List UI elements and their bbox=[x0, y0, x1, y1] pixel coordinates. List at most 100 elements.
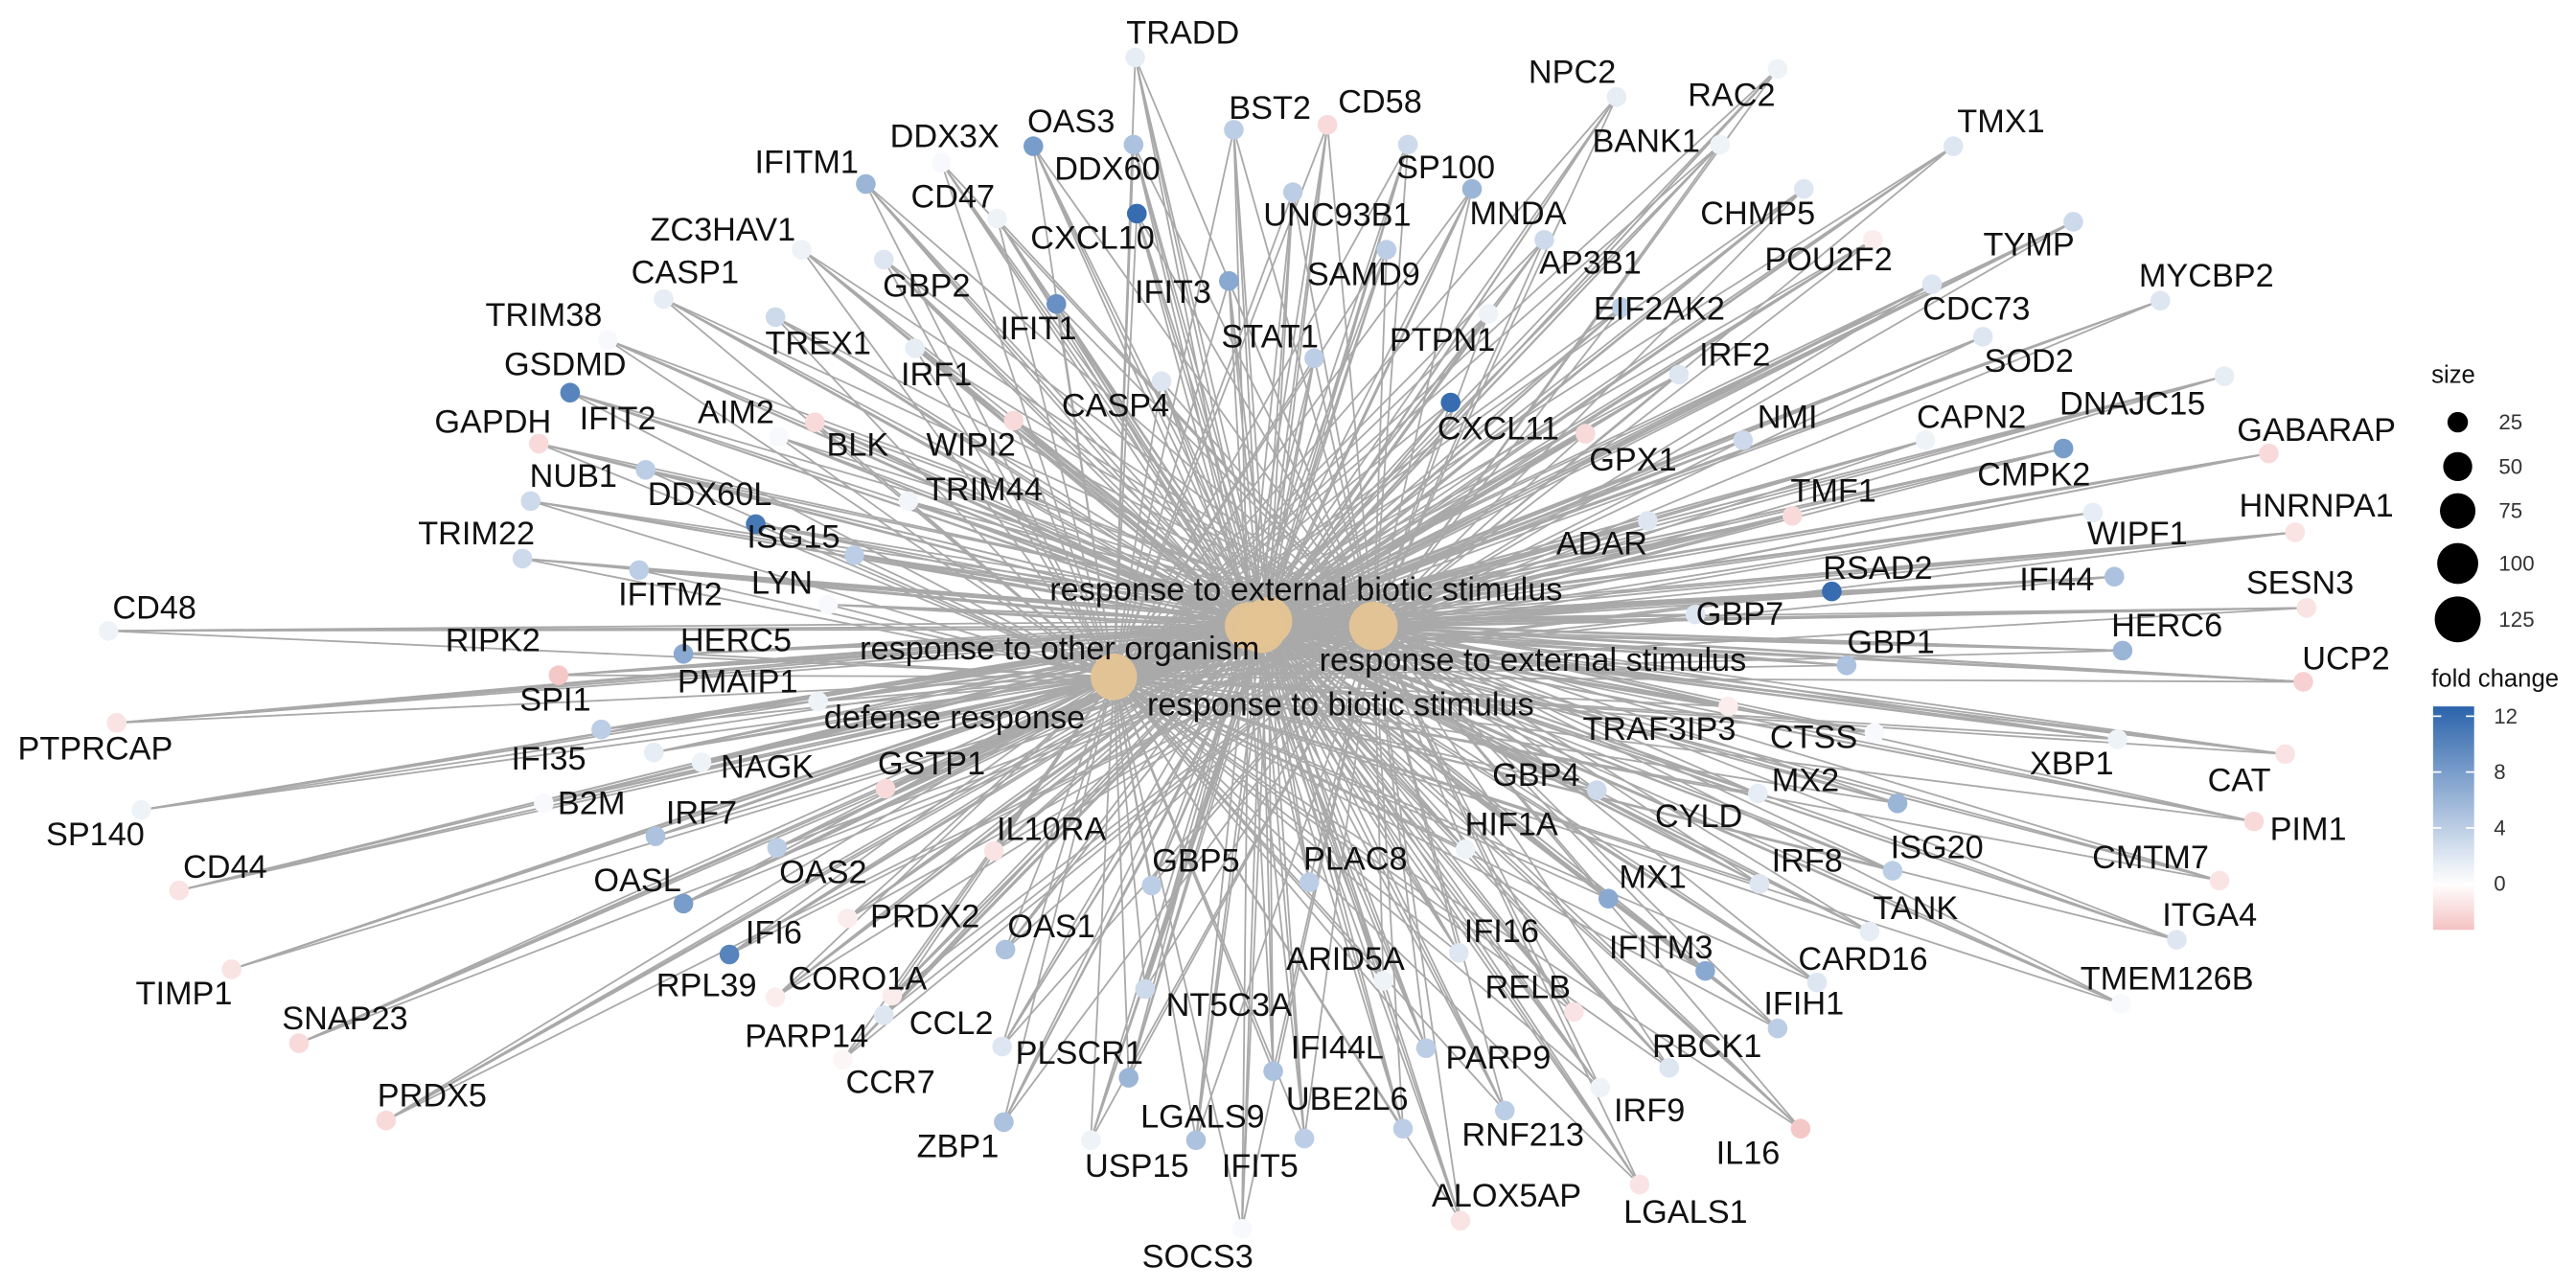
gene-label-ddx3x: DDX3X bbox=[890, 118, 1000, 154]
edge bbox=[1260, 96, 1618, 631]
gene-node-cmtm7 bbox=[2209, 870, 2230, 891]
gene-node-gbp1 bbox=[1836, 656, 1857, 676]
gene-label-coro1a: CORO1A bbox=[788, 961, 927, 998]
gene-node-prdx5 bbox=[376, 1110, 397, 1131]
gene-node-ifi44 bbox=[2104, 566, 2125, 586]
gene-node-zbp1 bbox=[994, 1112, 1014, 1133]
edge bbox=[1113, 676, 1427, 1049]
edge bbox=[385, 676, 1115, 1121]
gene-label-blk: BLK bbox=[826, 427, 888, 464]
edge bbox=[883, 259, 1270, 622]
edge bbox=[1002, 677, 1116, 1123]
edge bbox=[1113, 677, 1243, 1230]
gene-label-b2m: B2M bbox=[558, 785, 625, 821]
edge bbox=[1133, 144, 1374, 627]
gene-node-plscr1 bbox=[1118, 1068, 1138, 1088]
gene-label-tradd: TRADD bbox=[1126, 14, 1239, 51]
gene-label-wipf1: WIPF1 bbox=[2087, 516, 2188, 552]
edge bbox=[1372, 625, 1576, 1013]
edge bbox=[1000, 677, 1116, 1047]
gene-label-cmtm7: CMTM7 bbox=[2092, 840, 2209, 876]
gene-node-ifitm2 bbox=[629, 560, 650, 581]
color-tick-label: 4 bbox=[2494, 816, 2505, 840]
edge bbox=[1113, 677, 1130, 1078]
gene-node-parp9 bbox=[1415, 1038, 1437, 1058]
edge bbox=[883, 259, 1250, 627]
edge bbox=[231, 625, 1374, 971]
edge bbox=[940, 162, 1250, 627]
gene-node-pou2f2 bbox=[1863, 230, 1883, 250]
gene-label-gbp5: GBP5 bbox=[1152, 842, 1239, 879]
edge bbox=[1247, 626, 1306, 1139]
gene-node-gabarap bbox=[2259, 443, 2279, 464]
gene-node-oas2 bbox=[767, 838, 788, 858]
gene-label-irf1: IRF1 bbox=[901, 356, 972, 393]
gene-node-mycbp2 bbox=[2150, 290, 2171, 310]
gene-label-parp14: PARP14 bbox=[745, 1019, 868, 1055]
gene-node-gpx1 bbox=[1576, 424, 1596, 444]
gene-node-rsad2 bbox=[1822, 581, 1842, 602]
edge bbox=[1002, 625, 1374, 1123]
gene-node-cat bbox=[2275, 744, 2295, 765]
gene-label-plac8: PLAC8 bbox=[1303, 841, 1408, 878]
gene-node-cxcl10 bbox=[1127, 203, 1147, 224]
size-key-circle bbox=[2447, 411, 2469, 433]
edge bbox=[908, 500, 1115, 678]
edge bbox=[1260, 629, 1461, 1222]
edge bbox=[1261, 448, 2064, 631]
gene-node-wipf1 bbox=[2082, 502, 2104, 523]
edge-layer bbox=[108, 57, 2307, 1230]
edge bbox=[645, 469, 1374, 628]
gene-node-cdc73 bbox=[1921, 274, 1943, 294]
gene-label-sesn3: SESN3 bbox=[2246, 565, 2354, 602]
gene-node-tank bbox=[1859, 921, 1880, 942]
edge bbox=[663, 298, 1374, 627]
edge bbox=[1032, 146, 1250, 627]
edge bbox=[883, 259, 1374, 627]
edge bbox=[841, 628, 1263, 1061]
edge bbox=[1373, 625, 2304, 683]
gene-label-trim38: TRIM38 bbox=[485, 297, 602, 334]
gene-node-cd44 bbox=[169, 880, 190, 901]
gene-node-casp1 bbox=[654, 288, 674, 310]
gene-node-ptpn1 bbox=[1478, 304, 1499, 324]
edge bbox=[1136, 213, 1374, 627]
edge bbox=[530, 499, 1374, 628]
gene-label-ifi16: IFI16 bbox=[1464, 913, 1539, 950]
gene-node-trex1 bbox=[765, 307, 786, 328]
gene-label-lyn: LYN bbox=[751, 565, 813, 602]
gene-label-adar: ADAR bbox=[1556, 525, 1647, 562]
edge bbox=[1261, 628, 2304, 683]
edge bbox=[1373, 625, 2123, 652]
gene-node-alox5ap bbox=[1450, 1210, 1471, 1230]
gene-label-gapdh: GAPDH bbox=[434, 404, 551, 441]
gene-node-dnajc15 bbox=[2214, 366, 2235, 386]
gene-label-stat1: STAT1 bbox=[1221, 318, 1319, 355]
edge bbox=[1267, 620, 1641, 1185]
gene-node-ccl2 bbox=[992, 1036, 1012, 1057]
edge bbox=[1113, 676, 1601, 1089]
gene-node-hnrnpa1 bbox=[2285, 522, 2306, 542]
gene-node-unc93b1 bbox=[1282, 182, 1303, 202]
gene-node-cd47 bbox=[987, 208, 1007, 229]
gene-node-isg15 bbox=[844, 545, 864, 565]
edge bbox=[1248, 375, 2225, 628]
gene-label-nt5c3a: NT5C3A bbox=[1166, 987, 1293, 1024]
gene-label-trex1: TREX1 bbox=[765, 325, 870, 361]
size-key-label: 75 bbox=[2498, 499, 2522, 523]
edge bbox=[1372, 144, 1721, 627]
edge bbox=[1260, 629, 1404, 1129]
edge bbox=[1372, 625, 1670, 1069]
edge bbox=[1267, 620, 1306, 1139]
category-node-response-to-external-stimulus bbox=[1348, 601, 1398, 651]
edge bbox=[1013, 420, 1263, 631]
gene-node-mx2 bbox=[1887, 794, 1908, 814]
edge bbox=[1113, 676, 1802, 1130]
gene-label-cd44: CD44 bbox=[183, 849, 267, 886]
edge bbox=[1002, 625, 1250, 1123]
gene-label-ifit2: IFIT2 bbox=[580, 401, 656, 437]
gene-label-oas3: OAS3 bbox=[1027, 104, 1115, 140]
edge bbox=[116, 625, 1374, 724]
edge bbox=[1267, 620, 1818, 983]
